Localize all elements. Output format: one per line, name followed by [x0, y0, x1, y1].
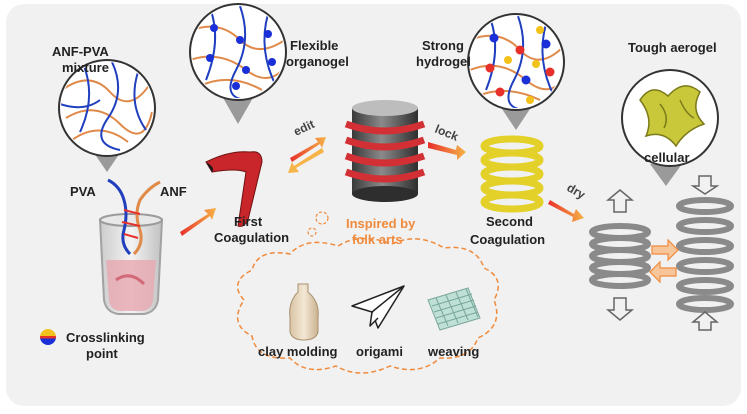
yellow-spring	[480, 135, 544, 213]
crosslink-label-line2: point	[86, 346, 118, 361]
second-coagulation-line1: Second	[486, 214, 533, 229]
aerogel-magnifier	[621, 69, 719, 186]
crosslink-label-line1: Crosslinking	[66, 330, 145, 345]
red-ribbon	[205, 151, 263, 227]
first-coagulation-line1: First	[234, 214, 263, 229]
hydrogel-magnifier	[467, 13, 565, 130]
clay-bottle-icon	[289, 283, 319, 341]
dry-label: dry	[565, 180, 588, 202]
pva-label: PVA	[70, 184, 96, 199]
organogel-label-line1: Flexible	[290, 38, 338, 53]
crosslink-point-icon	[40, 329, 56, 345]
origami-label: origami	[356, 344, 403, 359]
expand-arrow-icon	[649, 238, 679, 284]
gray-spring-expanded	[676, 197, 734, 313]
hydrogel-label-line2: hydrogel	[416, 54, 471, 69]
anf-label: ANF	[160, 184, 187, 199]
wrapped-cylinder	[344, 100, 426, 202]
thought-bubbles	[307, 211, 329, 237]
organogel-magnifier	[189, 3, 287, 124]
second-coagulation-line2: Coagulation	[470, 232, 545, 247]
mixture-label-line1: ANF-PVA	[52, 44, 109, 59]
inspired-label-line2: folk arts	[352, 232, 403, 247]
clay-molding-label: clay molding	[258, 344, 338, 359]
paper-plane-icon	[351, 285, 405, 329]
first-coagulation-line2: Coagulation	[214, 230, 289, 245]
woven-mat-icon	[427, 287, 481, 331]
edit-label: edit	[291, 117, 316, 139]
organogel-label-line2: organogel	[286, 54, 349, 69]
aerogel-label: Tough aerogel	[628, 40, 717, 55]
gray-spring-compressed	[589, 223, 651, 289]
mixture-label-line2: mixture	[62, 60, 109, 75]
beaker-icon	[98, 213, 164, 315]
folk-arts-cloud	[236, 237, 499, 374]
inspired-label-line1: Inspired by	[346, 216, 416, 231]
weaving-label: weaving	[427, 344, 479, 359]
lock-label: lock	[433, 122, 461, 144]
pva-anf-strands	[107, 178, 161, 256]
cellular-label: cellular	[644, 150, 690, 165]
compress-arrow-icon	[605, 175, 720, 331]
hydrogel-label-line1: Strong	[422, 38, 464, 53]
mixture-magnifier	[58, 59, 156, 172]
process-arrows	[180, 137, 584, 236]
